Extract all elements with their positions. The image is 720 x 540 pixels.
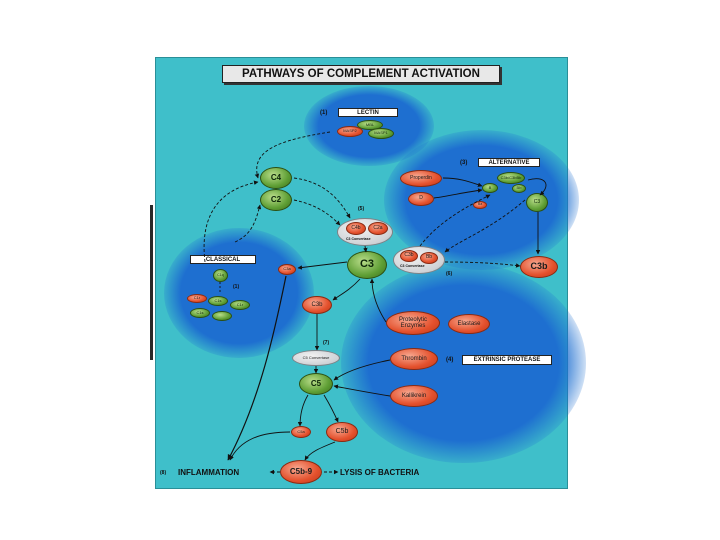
bb-pair-oval: Bb	[420, 252, 438, 264]
lectin-tag: (1)	[320, 110, 328, 116]
classical-zone	[164, 228, 314, 358]
masp1-oval: MASP1	[368, 128, 394, 139]
alt-c3-oval: C3	[526, 193, 548, 212]
c3b-pair-oval: C3b	[400, 250, 418, 262]
classical-tag: (1)	[233, 284, 240, 290]
c3bbb-oval: C3b/C3bBb	[497, 172, 525, 184]
classical-label: CLASSICAL	[190, 255, 256, 264]
elastase-oval: Elastase	[448, 314, 490, 334]
extrinsic-protease-label: EXTRINSIC PROTEASE	[462, 355, 552, 365]
c1q-oval: C1q	[213, 269, 228, 282]
c5-oval: C5	[299, 373, 333, 395]
factor-b-oval: B	[482, 183, 498, 193]
c5a-oval: C5a	[291, 426, 311, 438]
convertase-tag-5: (5)	[358, 206, 365, 212]
c1q-lower-oval	[212, 311, 232, 321]
c3a-oval: C3a	[278, 264, 296, 275]
proteolytic-enzymes-oval: Proteolytic Enzymes	[386, 311, 440, 335]
c1r-oval: C1r	[187, 294, 207, 303]
c3b-mid-oval: C3b	[302, 296, 332, 314]
c3-main-oval: C3	[347, 251, 387, 279]
c5b-oval: C5b	[326, 422, 358, 442]
alternative-tag: (3)	[460, 160, 468, 166]
factor-d-oval: D	[408, 192, 434, 206]
alternative-label: ALTERNATIVE	[478, 158, 540, 167]
c4b-oval: C4b	[346, 222, 366, 235]
masp2-oval: MASP2	[337, 126, 363, 137]
c5-convertase-tag: (7)	[323, 340, 330, 346]
extrinsic-tag: (4)	[446, 357, 454, 363]
inflammation-label: INFLAMMATION	[178, 468, 240, 477]
convertase-tag-6: (6)	[446, 271, 453, 277]
c1s-2-oval: C1s	[190, 308, 210, 318]
ba-oval: Ba	[473, 201, 487, 209]
c2-oval: C2	[260, 189, 292, 211]
kallikrein-oval: Kallikrein	[390, 385, 438, 407]
thrombin-oval: Thrombin	[390, 348, 438, 370]
left-rule	[150, 205, 153, 360]
c5b9-oval: C5b-9	[280, 460, 322, 484]
c3-convertase-label-b: C3 Convertase	[400, 264, 425, 268]
c3-convertase-label-a: C3 Convertase	[346, 237, 371, 241]
c1s-oval: C1s	[208, 296, 228, 306]
c4-oval: C4	[260, 167, 292, 189]
c1r-2-oval: C1r	[230, 300, 250, 310]
properdin-oval: Properdin	[400, 170, 442, 187]
c3b-right-oval: C3b	[520, 256, 558, 278]
c5-convertase-oval: C5 Convertase	[292, 350, 340, 366]
c2a-oval: C2a	[368, 222, 388, 235]
inflammation-tag: (8)	[160, 470, 167, 476]
lectin-label: LECTIN	[338, 108, 398, 117]
lysis-label: LYSIS OF BACTERIA	[340, 468, 420, 477]
diagram-title: PATHWAYS OF COMPLEMENT ACTIVATION	[222, 65, 500, 83]
bb-alt-oval: Bb	[512, 184, 526, 193]
